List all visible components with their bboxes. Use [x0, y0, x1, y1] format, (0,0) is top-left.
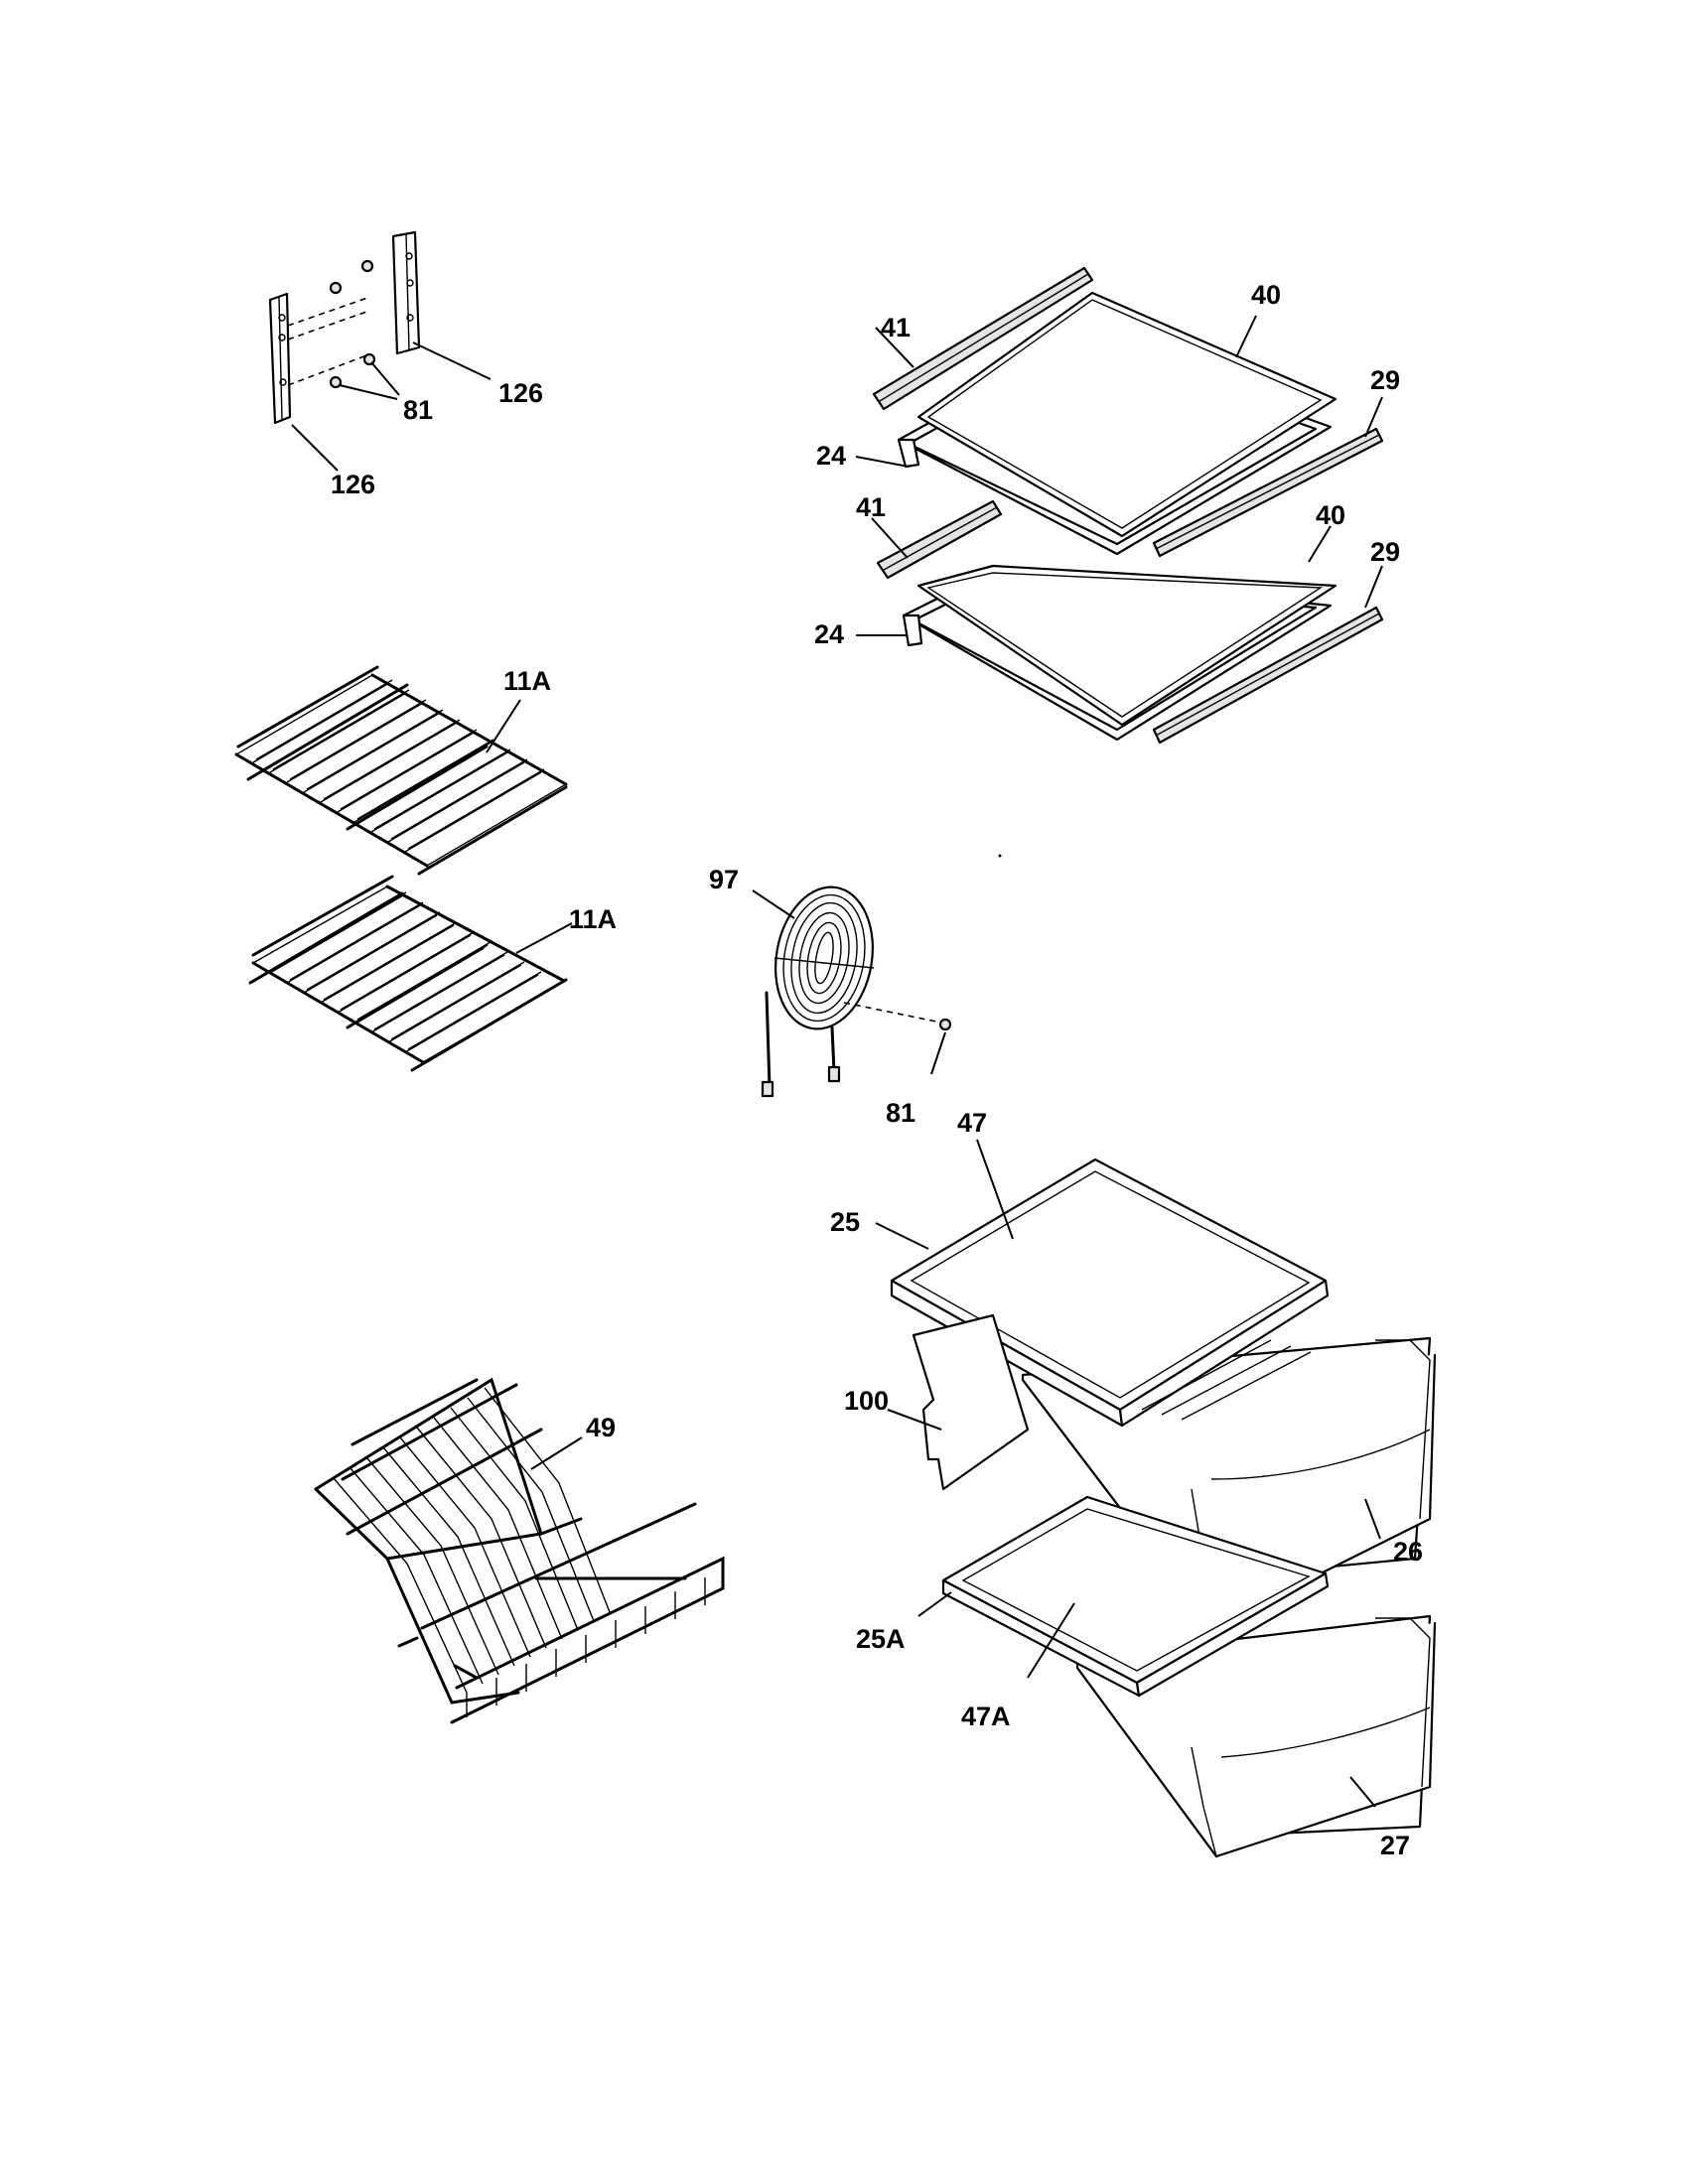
callout-126-left: 126 — [331, 470, 375, 499]
callout-25: 25 — [830, 1207, 860, 1237]
crisper-cover-upper — [890, 1158, 1330, 1428]
shelf-bracket-left — [268, 292, 292, 425]
leader-lines-brackets — [291, 341, 492, 472]
leader-lines-wire-shelves — [486, 699, 573, 954]
callout-126-right: 126 — [498, 378, 543, 408]
callout-41-lower: 41 — [856, 492, 886, 522]
callout-100: 100 — [844, 1386, 889, 1416]
callout-26: 26 — [1393, 1537, 1423, 1567]
callout-24-lower: 24 — [814, 619, 844, 649]
callout-97: 97 — [709, 865, 739, 894]
callout-11A-lower: 11A — [569, 904, 617, 934]
wire-shelf-upper — [234, 665, 568, 876]
callout-29-upper: 29 — [1370, 365, 1400, 395]
callout-24-upper: 24 — [816, 441, 846, 471]
callout-40-lower: 40 — [1316, 500, 1345, 530]
bracket-screws — [287, 259, 376, 389]
callout-41-upper: 41 — [881, 313, 911, 342]
callout-47A: 47A — [961, 1702, 1011, 1731]
wire-shelf-lower — [248, 875, 568, 1072]
glass-shelf-assembly-upper — [872, 266, 1384, 558]
leader-lines-shelves — [855, 315, 1383, 636]
callout-29-lower: 29 — [1370, 537, 1400, 567]
divider-panel — [912, 1313, 1030, 1491]
shelf-bracket-right — [391, 230, 421, 355]
callout-27: 27 — [1380, 1831, 1410, 1860]
crisper-cover-lower — [941, 1495, 1330, 1698]
leader-lines-crispers — [875, 1139, 1381, 1808]
callout-81-brackets: 81 — [403, 395, 433, 425]
callout-25A: 25A — [856, 1624, 906, 1654]
callout-40-upper: 40 — [1251, 280, 1281, 310]
coil-heater — [752, 854, 1002, 1098]
callout-49: 49 — [586, 1413, 616, 1442]
callout-47: 47 — [957, 1108, 987, 1138]
glass-shelf-assembly-lower — [876, 499, 1384, 745]
callout-81-coil: 81 — [886, 1098, 915, 1128]
callout-11A-upper: 11A — [503, 666, 551, 696]
wire-basket — [314, 1377, 725, 1724]
